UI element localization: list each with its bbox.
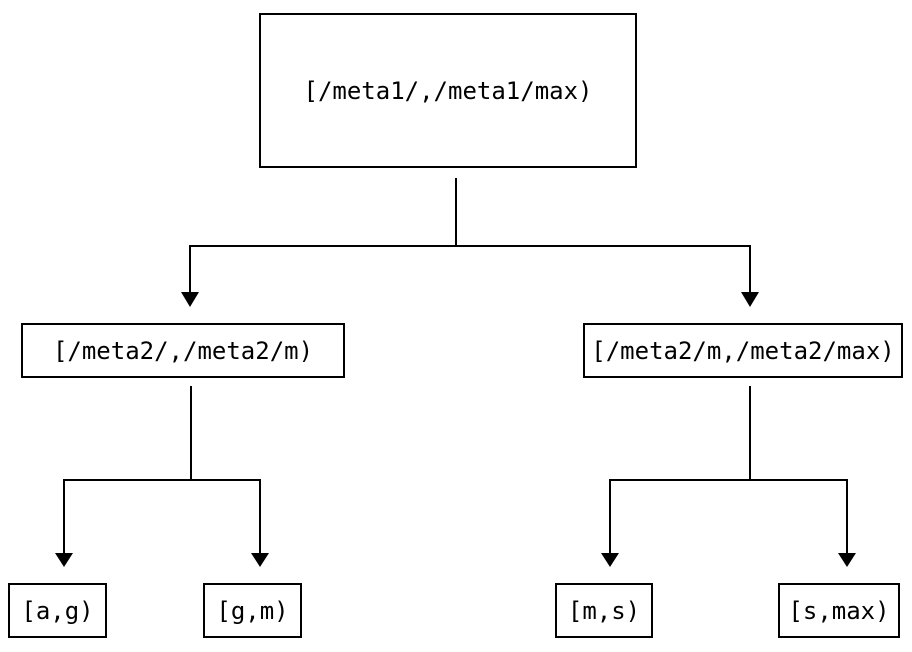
arrowhead-down-icon-right-child <box>741 292 759 307</box>
arrowhead-down-icon-leaf-ms <box>601 553 619 567</box>
edge-left-crossbar <box>63 479 261 553</box>
arrowhead-down-icon-left-child <box>181 292 199 307</box>
node-right-child: [/meta2/m,/meta2/max) <box>583 323 903 378</box>
node-leaf-smax: [s,max) <box>778 583 900 638</box>
node-leaf-ag: [a,g) <box>8 583 107 638</box>
node-leaf-gm: [g,m) <box>203 583 302 638</box>
node-left-child: [/meta2/,/meta2/m) <box>21 323 345 378</box>
node-leaf-smax-label: [s,max) <box>788 596 890 625</box>
arrowhead-down-icon-leaf-smax <box>838 553 856 567</box>
arrowhead-down-icon-leaf-gm <box>251 553 269 567</box>
edge-right-crossbar <box>609 479 848 553</box>
node-right-child-label: [/meta2/m,/meta2/max) <box>591 336 895 365</box>
node-leaf-ag-label: [a,g) <box>21 596 94 625</box>
node-root-label: [/meta1/,/meta1/max) <box>303 76 593 105</box>
node-leaf-ms-label: [m,s) <box>567 596 641 625</box>
edge-level1-crossbar <box>189 245 751 292</box>
node-leaf-ms: [m,s) <box>555 583 653 638</box>
node-left-child-label: [/meta2/,/meta2/m) <box>52 336 314 365</box>
node-leaf-gm-label: [g,m) <box>216 596 289 625</box>
arrowhead-down-icon-leaf-ag <box>55 553 73 567</box>
node-root: [/meta1/,/meta1/max) <box>259 13 637 168</box>
